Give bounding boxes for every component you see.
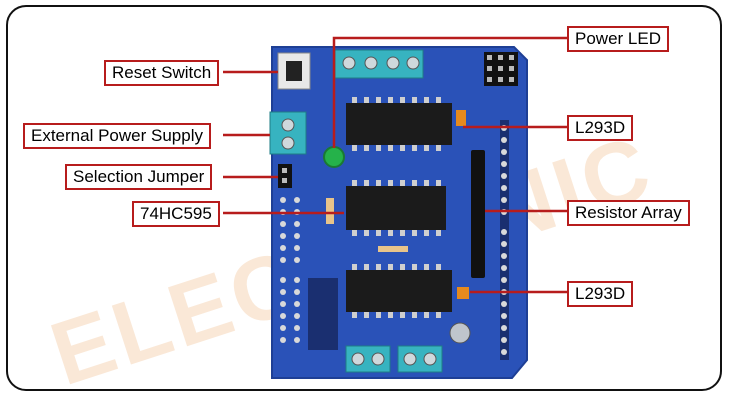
reset-switch-part (277, 52, 311, 90)
resistor-array-part (471, 150, 485, 278)
label-external-power-supply: External Power Supply (23, 123, 211, 149)
resistor (326, 198, 334, 224)
l293d-bottom-chip (346, 264, 452, 318)
servo-header (484, 52, 518, 86)
74hc595-chip (346, 180, 446, 236)
label-resistor-array: Resistor Array (567, 200, 690, 226)
resistor (378, 246, 408, 252)
right-header-pins (500, 120, 509, 360)
electrolytic-capacitor (449, 322, 471, 344)
top-terminal-block (334, 49, 424, 79)
label-selection-jumper: Selection Jumper (65, 164, 213, 190)
label-74hc595: 74HC595 (132, 201, 220, 227)
label-power-led: Power LED (567, 26, 669, 52)
left-header-block (308, 278, 338, 350)
label-l293d-top: L293D (567, 115, 634, 141)
l293d-top-chip (346, 97, 452, 151)
label-l293d-bottom: L293D (567, 281, 634, 307)
power-led (323, 146, 345, 168)
bottom-terminal-blocks (345, 345, 443, 373)
capacitor (456, 110, 466, 126)
selection-jumper (278, 164, 292, 188)
callout-lines (223, 36, 567, 294)
label-reset-switch: Reset Switch (104, 60, 220, 86)
ext-power-terminal (269, 111, 307, 155)
capacitor (457, 287, 469, 299)
